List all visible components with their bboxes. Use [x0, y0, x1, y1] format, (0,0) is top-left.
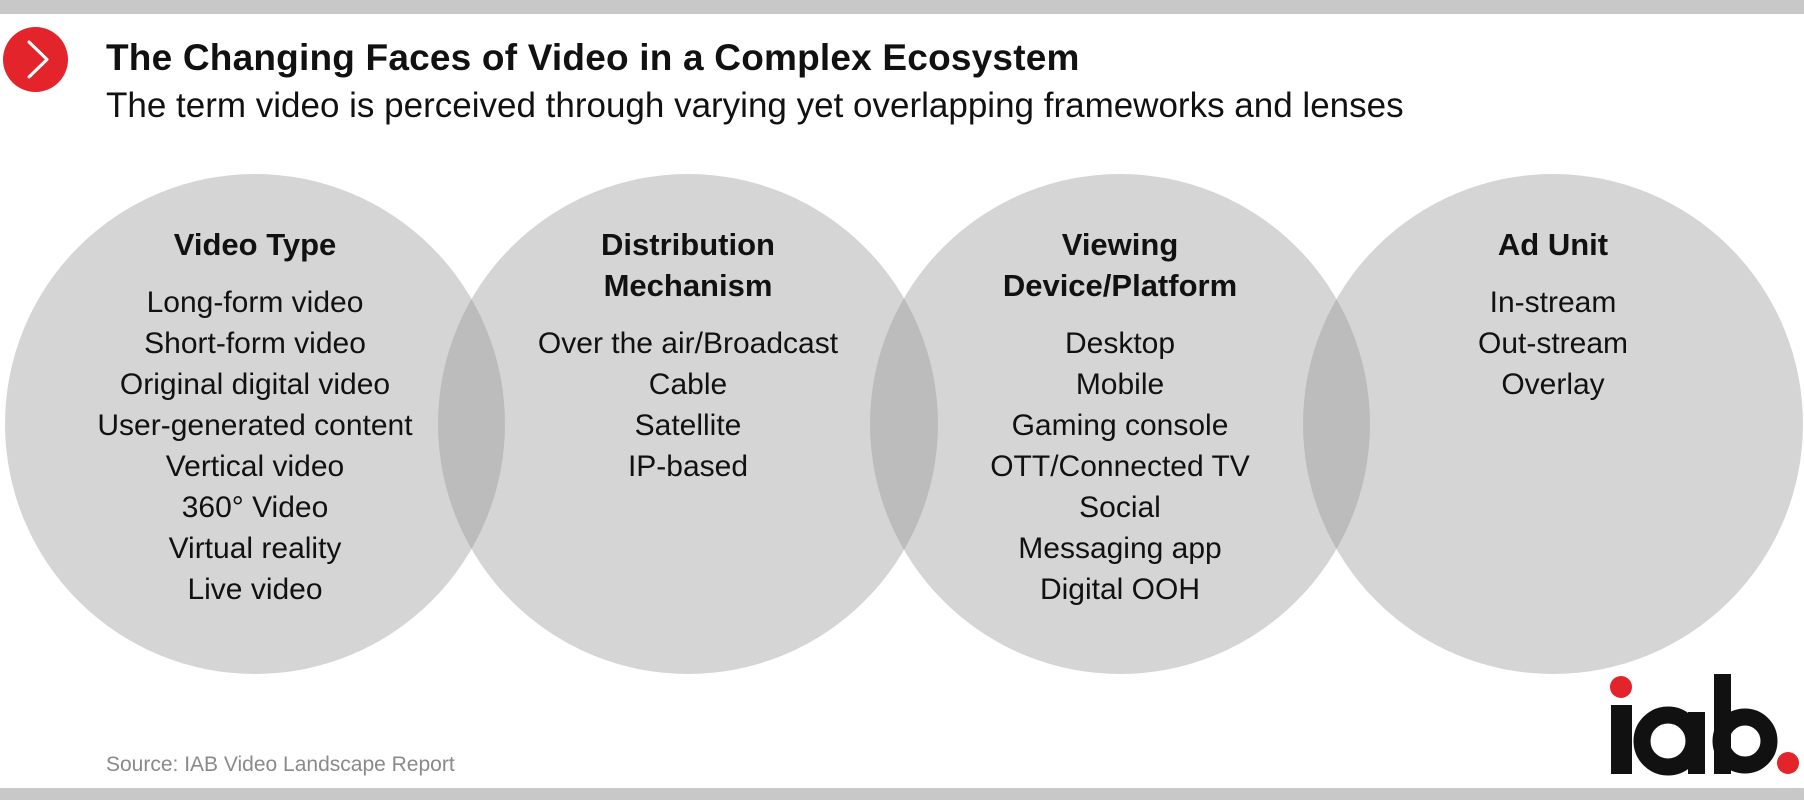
list-item: Overlay — [1501, 368, 1605, 401]
top-rule — [0, 0, 1804, 14]
list-item: IP-based — [627, 450, 749, 483]
list-item: Messaging app — [1018, 532, 1222, 565]
list-item: Desktop — [1064, 327, 1176, 360]
list-item: Live video — [187, 573, 323, 606]
source-note: Source: IAB Video Landscape Report — [106, 753, 455, 776]
column-title: Viewing Device/Platform — [1002, 227, 1238, 303]
column-ad-unit: Ad Unit In-stream Out-stream Overlay — [1343, 224, 1763, 405]
list-item: Social — [1079, 491, 1161, 524]
list-item: Out-stream — [1477, 327, 1629, 360]
list-item: Short-form video — [144, 327, 366, 360]
circle-ad-unit — [1303, 174, 1803, 674]
list-item: Satellite — [634, 409, 742, 442]
circle-viewing-device — [870, 174, 1370, 674]
list-item: 360° Video — [181, 491, 329, 524]
column-distribution-mechanism: Distribution Mechanism Over the air/Broa… — [478, 224, 898, 487]
list-item: Vertical video — [165, 450, 345, 483]
list-item: Over the air/Broadcast — [537, 327, 839, 360]
list-item: Digital OOH — [1039, 573, 1201, 606]
column-items: Over the air/Broadcast Cable Satellite I… — [478, 323, 898, 487]
column-viewing-device: Viewing Device/Platform Desktop Mobile G… — [910, 224, 1330, 610]
list-item: Cable — [648, 368, 728, 401]
iab-logo — [1600, 668, 1800, 778]
chevron-right-icon — [3, 27, 68, 92]
column-items: In-stream Out-stream Overlay — [1343, 282, 1763, 405]
list-item: In-stream — [1489, 286, 1617, 319]
list-item: Long-form video — [146, 286, 364, 319]
list-item: User-generated content — [97, 409, 413, 442]
column-video-type: Video Type Long-form video Short-form vi… — [45, 224, 465, 610]
column-items: Desktop Mobile Gaming console OTT/Connec… — [910, 323, 1330, 610]
bottom-rule — [0, 788, 1804, 800]
column-title: Ad Unit — [1497, 227, 1609, 262]
column-items: Long-form video Short-form video Origina… — [45, 282, 465, 610]
column-title: Distribution Mechanism — [601, 227, 775, 303]
circle-video-type — [5, 174, 505, 674]
list-item: OTT/Connected TV — [990, 450, 1250, 483]
column-title: Video Type — [173, 227, 337, 262]
list-item: Virtual reality — [168, 532, 342, 565]
page-subtitle: The term video is perceived through vary… — [106, 86, 1404, 125]
list-item: Mobile — [1075, 368, 1165, 401]
list-item: Original digital video — [119, 368, 391, 401]
circle-distribution-mechanism — [438, 174, 938, 674]
list-item: Gaming console — [1011, 409, 1229, 442]
page-title: The Changing Faces of Video in a Complex… — [106, 37, 1080, 78]
